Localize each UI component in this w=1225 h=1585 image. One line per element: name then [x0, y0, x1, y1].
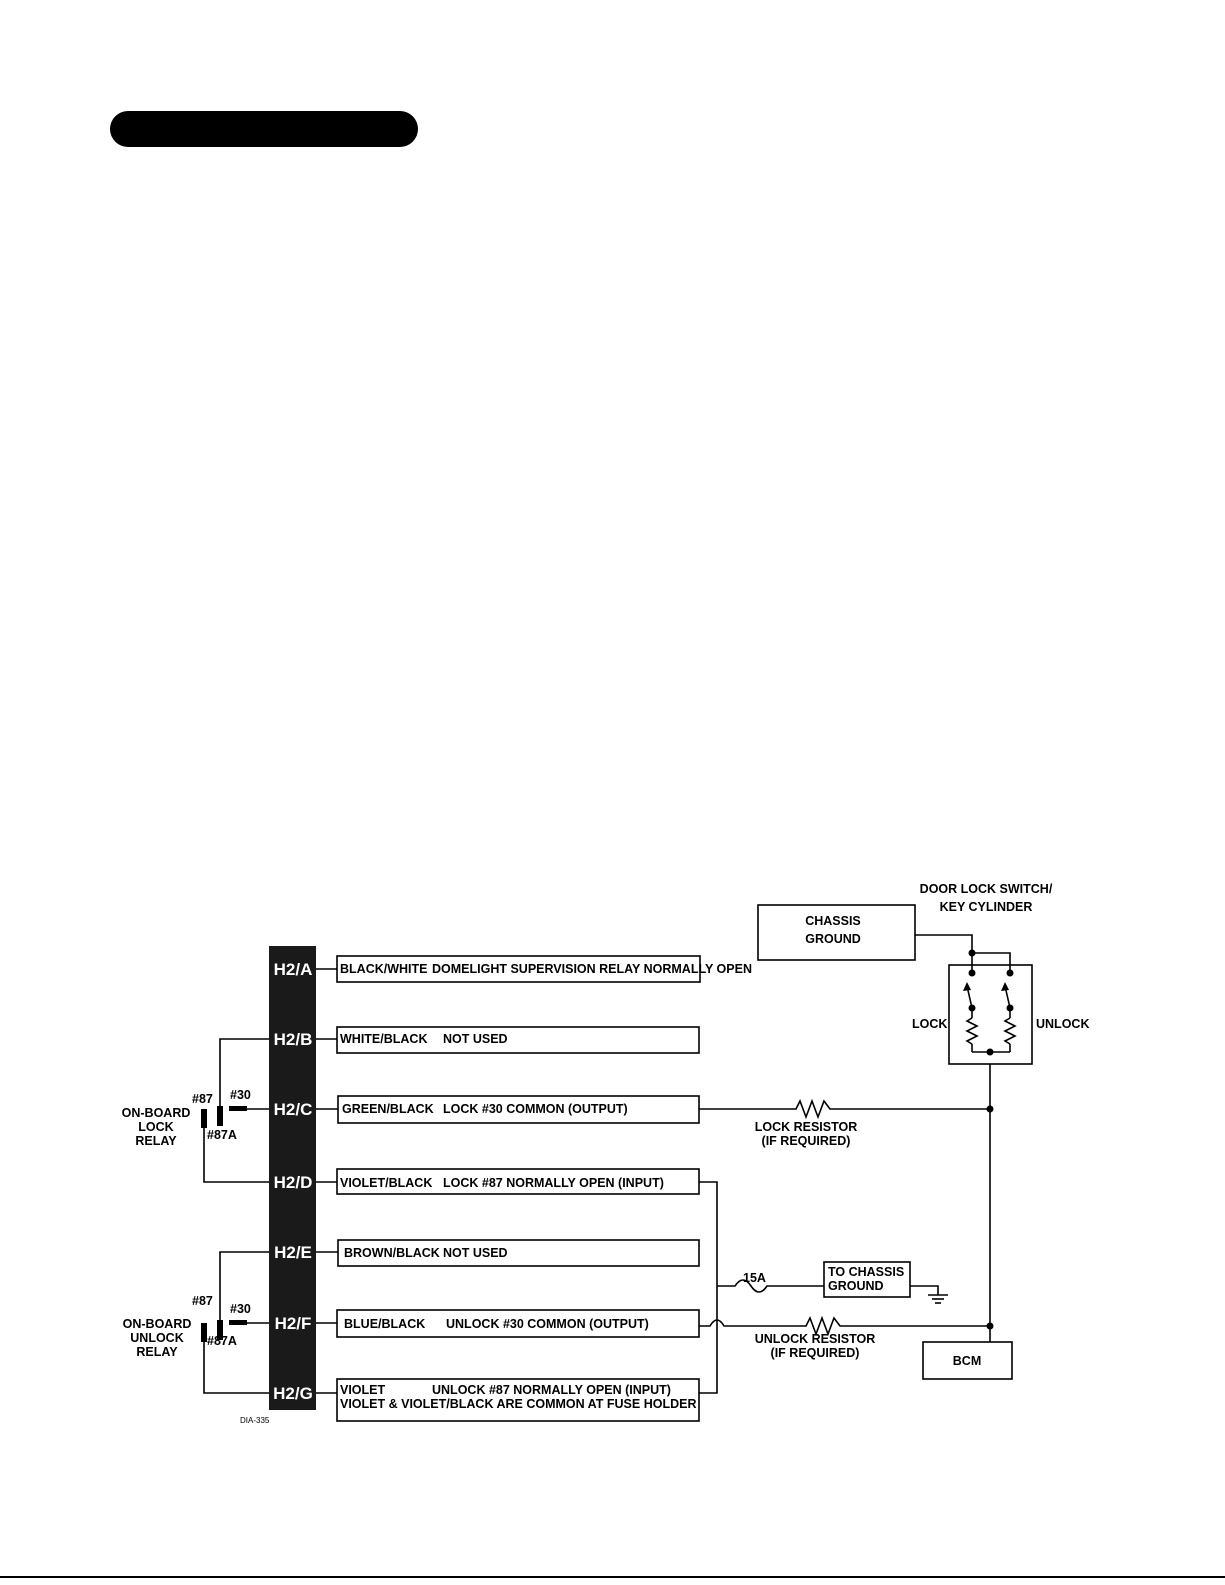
to-chassis-ground-line-1: TO CHASSIS — [828, 1265, 904, 1279]
wire-box-h2a — [336, 955, 701, 983]
pin-label-h2c: H2/C — [274, 1100, 313, 1119]
pin-label-h2a: H2/A — [274, 960, 313, 979]
lock-resistor-label-1: LOCK RESISTOR — [755, 1120, 858, 1134]
bcm-box — [922, 1341, 1013, 1380]
wire-box-h2c — [337, 1095, 700, 1124]
unlock-resistor-label-2: (IF REQUIRED) — [771, 1346, 860, 1360]
to-chassis-ground-box — [823, 1261, 911, 1298]
lock-resistor-symbol — [699, 1098, 990, 1120]
unlock-relay-87a-contact — [217, 1320, 223, 1340]
door-switch-lock-label: LOCK — [912, 1017, 947, 1031]
door-switch-unlock-label: UNLOCK — [1036, 1017, 1089, 1031]
wire-box-h2g — [336, 1378, 700, 1422]
wire-color-h2d: VIOLET/BLACK — [340, 1176, 432, 1190]
wire-func-h2e: NOT USED — [443, 1246, 508, 1260]
fuse-15a-symbol — [717, 1279, 824, 1293]
unlock-relay-t87a: #87A — [207, 1334, 237, 1348]
lock-relay-name-1: ON-BOARD — [122, 1106, 191, 1120]
lock-relay-30-contact — [229, 1106, 247, 1111]
unlock-relay-t87: #87 — [192, 1294, 213, 1308]
section-title-bar — [110, 111, 418, 147]
lock-relay-name-3: RELAY — [135, 1134, 177, 1148]
bottom-rule — [0, 1576, 1225, 1578]
wire-color-h2g: VIOLET — [340, 1383, 386, 1397]
lock-relay-t87: #87 — [192, 1092, 213, 1106]
wire-color-h2c: GREEN/BLACK — [342, 1102, 434, 1116]
door-switch-title-2: KEY CYLINDER — [940, 900, 1033, 914]
lock-relay-t87a: #87A — [207, 1128, 237, 1142]
wire-func-h2f: UNLOCK #30 COMMON (OUTPUT) — [446, 1317, 649, 1331]
lock-junction-dot — [986, 1105, 994, 1113]
bcm-label: BCM — [953, 1354, 981, 1368]
wire-box-h2b — [336, 1026, 700, 1054]
pin-label-h2e: H2/E — [274, 1243, 312, 1262]
pin-label-h2d: H2/D — [274, 1173, 313, 1192]
lock-relay-name-2: LOCK — [138, 1120, 173, 1134]
wire-box-h2d — [336, 1168, 700, 1195]
door-switch-title-1: DOOR LOCK SWITCH/ — [920, 882, 1053, 896]
unlock-relay-name-3: RELAY — [136, 1345, 178, 1359]
lock-resistor-label-2: (IF REQUIRED) — [762, 1134, 851, 1148]
wire-func-h2b: NOT USED — [443, 1032, 508, 1046]
unlock-relay-t30: #30 — [230, 1302, 251, 1316]
wire-func-h2g: UNLOCK #87 NORMALLY OPEN (INPUT) — [432, 1383, 671, 1397]
fuse-label: 15A — [743, 1271, 766, 1285]
wire-color-h2e: BROWN/BLACK — [344, 1246, 440, 1260]
pin-label-h2f: H2/F — [275, 1314, 312, 1333]
wire-box-h2e — [337, 1239, 700, 1267]
unlock-relay-name-2: UNLOCK — [130, 1331, 183, 1345]
chassis-ground-box — [757, 904, 916, 961]
wire-box-h2f — [336, 1309, 700, 1338]
unlock-relay-87-contact — [201, 1323, 207, 1342]
wire-func-h2d: LOCK #87 NORMALLY OPEN (INPUT) — [443, 1176, 664, 1190]
lock-relay-t30: #30 — [230, 1088, 251, 1102]
wire-color-h2a: BLACK/WHITE — [340, 962, 428, 976]
unlock-relay-name-1: ON-BOARD — [123, 1317, 192, 1331]
wire-func-h2c: LOCK #30 COMMON (OUTPUT) — [443, 1102, 628, 1116]
unlock-relay-30-contact — [229, 1320, 247, 1325]
door-switch-box — [948, 964, 1033, 1065]
chassis-ground-line-1: CHASSIS — [805, 914, 861, 928]
pin-label-h2b: H2/B — [274, 1030, 313, 1049]
unlock-resistor-label-1: UNLOCK RESISTOR — [755, 1332, 876, 1346]
diagram-id: DIA-335 — [240, 1416, 270, 1425]
wire-color-h2b: WHITE/BLACK — [340, 1032, 428, 1046]
chassis-ground-line-2: GROUND — [805, 932, 861, 946]
lock-relay-87a-contact — [217, 1106, 223, 1126]
wire-func-h2a: DOMELIGHT SUPERVISION RELAY NORMALLY OPE… — [432, 962, 752, 976]
to-chassis-ground-line-2: GROUND — [828, 1279, 884, 1293]
pin-label-h2g: H2/G — [273, 1384, 313, 1403]
lock-relay-87-contact — [201, 1109, 207, 1128]
wire-note-h2g: VIOLET & VIOLET/BLACK ARE COMMON AT FUSE… — [340, 1397, 696, 1411]
wire-color-h2f: BLUE/BLACK — [344, 1317, 425, 1331]
unlock-junction-dot — [986, 1322, 994, 1330]
connector-h2-block — [269, 946, 316, 1410]
